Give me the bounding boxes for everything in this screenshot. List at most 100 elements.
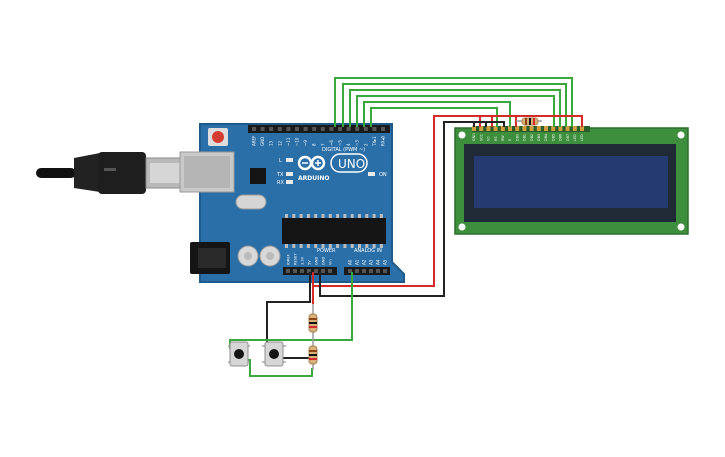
usb-plug-body	[98, 152, 146, 194]
wire-green-6[interactable]	[370, 107, 498, 127]
chip-pin	[292, 214, 296, 218]
mount-hole	[677, 131, 685, 139]
resistor-lcd[interactable]	[516, 117, 542, 126]
lcd-pin-3[interactable]	[493, 126, 498, 131]
lcd-pin-1[interactable]	[479, 126, 484, 131]
lcd-pin-label: RW	[501, 135, 505, 141]
resistor-2[interactable]	[308, 340, 318, 370]
chip-pin	[358, 214, 361, 218]
digital-pin-11[interactable]	[346, 127, 351, 131]
pushbutton-1[interactable]	[228, 341, 250, 367]
lcd-pin-15[interactable]	[580, 126, 584, 131]
pushbutton-2[interactable]	[262, 341, 286, 367]
chip-pin	[336, 244, 340, 248]
lcd-pin-label: DB3	[537, 134, 541, 141]
digital-pin-13[interactable]	[363, 127, 368, 131]
lcd-pin-4[interactable]	[500, 126, 505, 131]
button-cap[interactable]	[234, 349, 244, 359]
lcd-pin-label: LED	[580, 134, 584, 141]
analog-pin-3[interactable]	[369, 269, 373, 273]
digital-pin-14[interactable]	[372, 127, 377, 131]
model-label: UNO	[338, 157, 365, 171]
power-pin-3[interactable]	[307, 269, 311, 273]
wire-red-led[interactable]	[516, 115, 583, 127]
lcd-pin-label: RS	[494, 136, 498, 141]
resistor-1[interactable]	[308, 304, 318, 340]
analog-pin-1[interactable]	[355, 269, 359, 273]
power-pin-5[interactable]	[321, 269, 325, 273]
analog-pin-0[interactable]	[348, 269, 352, 273]
wire-black-rs[interactable]	[486, 121, 505, 127]
digital-pin-3[interactable]	[277, 127, 282, 131]
digital-pin-label: ~6	[329, 140, 334, 146]
digital-pin-9[interactable]	[329, 127, 334, 131]
lcd-pin-label: GND	[472, 133, 476, 141]
power-pin-1[interactable]	[293, 269, 297, 273]
digital-pin-5[interactable]	[295, 127, 299, 131]
lcd-pin-5[interactable]	[508, 126, 512, 131]
digital-pin-0[interactable]	[252, 127, 256, 131]
digital-pin-12[interactable]	[355, 127, 360, 131]
chip-pin	[292, 244, 296, 248]
chip-pin	[336, 214, 340, 218]
lcd-pin-13[interactable]	[565, 126, 570, 131]
lcd-pins	[472, 126, 584, 131]
digital-pin-label: RX◂0	[381, 135, 386, 146]
digital-pin-15[interactable]	[381, 127, 385, 131]
power-pin-0[interactable]	[286, 269, 290, 273]
power-pin-2[interactable]	[300, 269, 304, 273]
power-pin-label: Vin	[329, 259, 333, 265]
analog-pin-label: A4	[376, 259, 381, 265]
wire-green-4[interactable]	[356, 95, 555, 127]
lcd-pin-label: DB6	[559, 134, 563, 141]
digital-pin-8[interactable]	[320, 127, 325, 131]
lcd-pin-14[interactable]	[572, 126, 577, 131]
digital-pin-label: 2	[363, 143, 368, 146]
chip-pin	[321, 244, 325, 248]
lcd-pin-6[interactable]	[515, 126, 520, 131]
wire-green-3[interactable]	[349, 89, 561, 127]
lcd-pin-11[interactable]	[551, 126, 556, 131]
usb-cable[interactable]	[36, 152, 189, 194]
analog-pin-5[interactable]	[383, 269, 387, 273]
lcd-pin-7[interactable]	[522, 126, 527, 131]
analog-pin-label: A0	[348, 259, 353, 265]
lcd-pin-8[interactable]	[529, 126, 534, 131]
power-pin-6[interactable]	[328, 269, 332, 273]
digital-pin-10[interactable]	[338, 127, 342, 131]
chip-pin	[379, 214, 383, 218]
atmega-chip-pins	[285, 214, 383, 248]
lcd-pin-9[interactable]	[536, 126, 541, 131]
wire-green-a0[interactable]	[229, 272, 353, 349]
digital-pin-2[interactable]	[269, 127, 274, 131]
button-cap[interactable]	[269, 349, 279, 359]
reset-button[interactable]	[212, 131, 224, 143]
digital-pin-1[interactable]	[260, 127, 265, 131]
usb-strain-relief	[74, 153, 100, 192]
power-pin-label: IOREF	[287, 254, 291, 265]
chip-pin	[306, 244, 310, 248]
wire-red-5v[interactable]	[312, 115, 493, 287]
wire-green-1[interactable]	[334, 77, 573, 127]
digital-pin-label: 7	[320, 143, 325, 146]
lcd-pin-0[interactable]	[472, 126, 476, 131]
power-pin-4[interactable]	[314, 269, 318, 273]
digital-pin-4[interactable]	[286, 127, 291, 131]
analog-pin-4[interactable]	[376, 269, 380, 273]
lcd-pin-12[interactable]	[558, 126, 563, 131]
wire-green-5[interactable]	[363, 101, 511, 127]
mount-hole	[458, 131, 466, 139]
led-tx	[286, 172, 293, 176]
analog-pin-2[interactable]	[362, 269, 366, 273]
wire-green-2[interactable]	[342, 83, 567, 127]
chip-pin	[343, 214, 347, 218]
digital-pin-6[interactable]	[303, 127, 308, 131]
lcd-pin-2[interactable]	[486, 126, 491, 131]
digital-pin-7[interactable]	[312, 127, 317, 131]
digital-pin-label: 12	[277, 140, 282, 146]
wire-black-button[interactable]	[266, 272, 311, 351]
lcd-pin-10[interactable]	[544, 126, 548, 131]
